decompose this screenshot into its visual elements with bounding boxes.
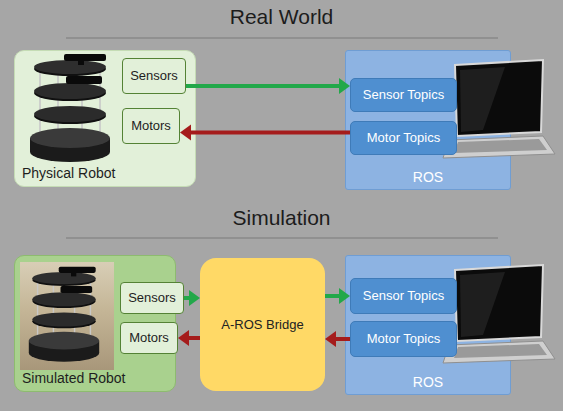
heading-rule	[66, 37, 498, 38]
node-text: Motors	[131, 118, 171, 134]
flow-arrow	[325, 331, 350, 347]
node-text: Sensor Topics	[363, 87, 444, 103]
flow-arrow	[178, 330, 200, 346]
node-text: Sensors	[128, 290, 176, 306]
physical-robot-figure	[30, 54, 110, 162]
flow-arrow	[325, 288, 350, 304]
arrow-head	[189, 290, 200, 306]
heading-text: Simulation	[232, 206, 330, 229]
arrow-head	[339, 78, 350, 94]
laptop-icon	[443, 60, 555, 158]
arrow-head	[325, 331, 336, 347]
bridge-box: A-ROS Bridge	[200, 258, 325, 391]
node-text: Sensors	[130, 68, 178, 84]
node-text: ROS	[413, 374, 443, 391]
node-text: ROS	[413, 169, 443, 186]
arrow-shaft	[186, 84, 341, 88]
heading-text: Real World	[230, 5, 333, 28]
arrow-shaft	[334, 337, 350, 341]
heading-rule	[66, 237, 498, 238]
io-box: Motors	[120, 322, 178, 354]
node-text: Sensor Topics	[363, 288, 444, 304]
section-heading: Simulation	[0, 206, 563, 230]
simulation-photo	[20, 262, 114, 370]
arrow-head	[339, 288, 350, 304]
node-text: Physical Robot	[22, 165, 115, 182]
node-text: Motors	[129, 330, 169, 346]
io-box: Motors	[122, 108, 180, 144]
arrow-shaft	[189, 131, 350, 135]
io-box: Sensors	[120, 282, 184, 314]
arrow-shaft	[325, 294, 341, 298]
node-text: Motor Topics	[367, 331, 440, 347]
simulated-robot-figure	[29, 267, 99, 362]
flow-arrow	[186, 78, 350, 94]
topic-box: Motor Topics	[350, 321, 457, 357]
flow-arrow	[180, 125, 350, 141]
flow-arrow	[184, 290, 200, 306]
arrow-head	[178, 330, 189, 346]
laptop-icon	[443, 265, 555, 363]
node-text: Motor Topics	[367, 130, 440, 146]
topic-box: Sensor Topics	[350, 78, 457, 112]
arrow-head	[180, 125, 191, 141]
node-text: A-ROS Bridge	[221, 317, 303, 333]
topic-box: Sensor Topics	[350, 278, 457, 314]
node-text: Simulated Robot	[22, 370, 126, 387]
io-box: Sensors	[122, 58, 186, 94]
topic-box: Motor Topics	[350, 121, 457, 155]
section-heading: Real World	[0, 5, 563, 29]
